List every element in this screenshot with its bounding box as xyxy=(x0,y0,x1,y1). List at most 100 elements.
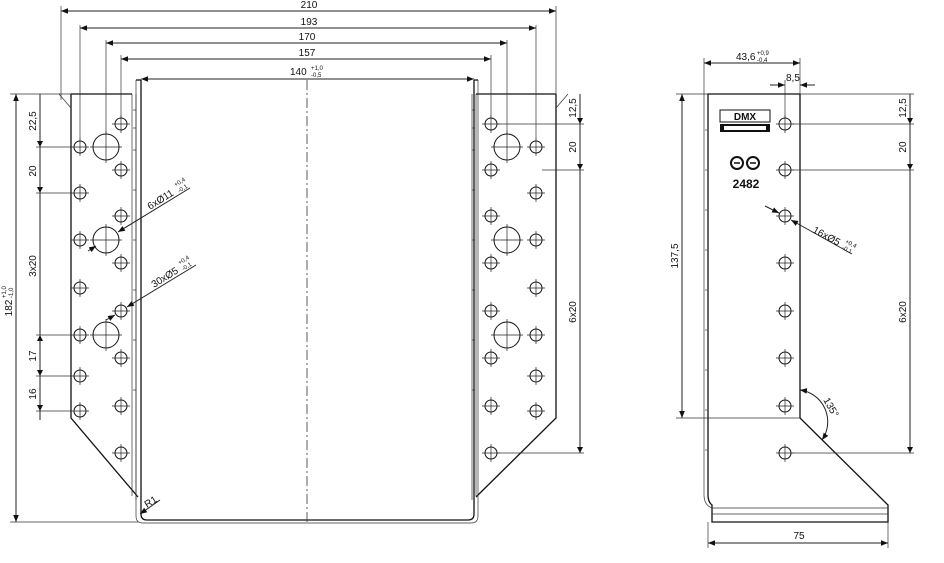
dim-6x20-front: 6x20 xyxy=(568,301,579,323)
front-view: 210 193 170 157 140 +1,0 -0,5 182 xyxy=(2,0,584,524)
small-hole xyxy=(482,254,500,272)
small-hole xyxy=(71,367,89,385)
dim-170: 170 xyxy=(299,32,316,43)
side-plate-outline xyxy=(707,93,889,523)
small-hole xyxy=(482,207,500,225)
dim-12-5-front: 12,5 xyxy=(568,98,579,118)
big-hole xyxy=(491,224,523,256)
dim-43-6-tol-upper: +0,9 xyxy=(757,51,770,57)
big-hole xyxy=(90,131,122,163)
dim-182-tol-upper: +1,0 xyxy=(2,285,8,298)
side-holes xyxy=(776,115,794,462)
dim-6x20-side: 6x20 xyxy=(898,301,909,323)
small-hole xyxy=(112,397,130,415)
side-hole xyxy=(776,207,794,225)
radius-label: R1 xyxy=(143,494,160,510)
big-hole xyxy=(90,319,122,351)
dim-20-left: 20 xyxy=(28,165,39,177)
ce-stamp: 2482 xyxy=(730,156,760,191)
big-holes-tol-lower: -0,1 xyxy=(177,184,190,195)
small-hole xyxy=(527,367,545,385)
small-hole xyxy=(527,231,545,249)
side-bottom-dimension: 75 xyxy=(707,522,889,548)
side-hole xyxy=(776,254,794,272)
dim-8-5: 8,5 xyxy=(786,73,800,84)
small-hole xyxy=(527,279,545,297)
small-hole xyxy=(112,254,130,272)
left-wing-outline xyxy=(70,94,139,498)
dim-157: 157 xyxy=(299,48,316,59)
top-dimensions: 210 193 170 157 140 +1,0 -0,5 xyxy=(60,0,557,140)
dim-12-5-side: 12,5 xyxy=(898,98,909,118)
big-holes-note: 6xØ11 xyxy=(146,188,177,213)
big-hole xyxy=(90,224,122,256)
small-hole xyxy=(527,326,545,344)
small-hole xyxy=(112,302,130,320)
right-wing-holes xyxy=(482,115,545,462)
small-hole xyxy=(482,349,500,367)
side-holes-tol-lower: -0,1 xyxy=(841,245,854,255)
small-hole xyxy=(112,349,130,367)
stamp-code: 2482 xyxy=(733,177,760,191)
small-hole xyxy=(527,402,545,420)
small-hole xyxy=(112,161,130,179)
brand-logo: DMX xyxy=(719,109,771,132)
radius-note: R1 xyxy=(139,494,161,515)
side-hole xyxy=(776,302,794,320)
big-hole xyxy=(491,319,523,351)
small-hole xyxy=(482,397,500,415)
side-top-dimensions: 43,6 +0,9 -0,4 8,5 xyxy=(703,51,815,118)
side-view: DMX 2482 43,6 +0 xyxy=(670,51,914,548)
left-dimensions: 182 +1,0 -1,0 22,5 20 3x20 17 16 xyxy=(2,93,138,523)
angle-dimension: 135° xyxy=(799,388,840,441)
side-hole xyxy=(776,397,794,415)
small-hole xyxy=(71,279,89,297)
dim-140-tol-upper: +1,0 xyxy=(311,66,324,72)
side-right-dimensions: 12,5 20 6x20 xyxy=(791,93,914,454)
dim-17: 17 xyxy=(28,350,39,362)
side-hole xyxy=(776,349,794,367)
dim-182-tol-lower: -1,0 xyxy=(9,287,15,298)
dim-22-5: 22,5 xyxy=(28,111,39,131)
small-hole xyxy=(527,184,545,202)
right-dimensions-front: 12,5 20 6x20 xyxy=(497,94,584,454)
dim-182: 182 xyxy=(4,299,15,316)
small-hole xyxy=(482,161,500,179)
svg-text:DMX: DMX xyxy=(734,112,757,123)
small-holes-tol-upper: +0,4 xyxy=(178,255,192,267)
side-holes-note: 16xØ5 xyxy=(811,225,843,249)
channel-body xyxy=(140,80,475,521)
big-hole xyxy=(491,131,523,163)
small-hole xyxy=(71,184,89,202)
dim-137-5: 137,5 xyxy=(670,243,681,268)
small-hole xyxy=(112,207,130,225)
small-hole xyxy=(527,138,545,156)
dim-20-side: 20 xyxy=(898,141,909,153)
side-height-dimension: 137,5 xyxy=(670,93,800,419)
angle-label: 135° xyxy=(820,396,840,419)
small-holes-note: 30xØ5 xyxy=(150,265,181,290)
dim-210: 210 xyxy=(301,0,318,11)
small-hole xyxy=(112,444,130,462)
small-hole xyxy=(482,302,500,320)
dim-20-front: 20 xyxy=(568,141,579,153)
dim-75: 75 xyxy=(793,531,805,542)
side-holes-tol-upper: +0,4 xyxy=(844,239,858,250)
small-hole xyxy=(71,326,89,344)
left-wing-holes xyxy=(71,115,130,462)
small-hole xyxy=(71,138,89,156)
big-holes-tol-upper: +0,4 xyxy=(174,177,188,189)
small-holes-tol-lower: -0,1 xyxy=(181,262,194,273)
dim-43-6-tol-lower: -0,4 xyxy=(757,58,768,64)
dim-140: 140 xyxy=(290,67,307,78)
dim-43-6: 43,6 xyxy=(736,52,756,63)
dim-140-tol-lower: -0,5 xyxy=(311,73,322,79)
small-hole xyxy=(71,402,89,420)
side-holes-leader: 16xØ5 +0,4 -0,1 xyxy=(764,205,858,256)
right-wing-outline xyxy=(475,94,557,498)
small-hole xyxy=(71,231,89,249)
dim-16: 16 xyxy=(28,388,39,400)
dim-3x20: 3x20 xyxy=(28,255,39,277)
dim-193: 193 xyxy=(301,17,318,28)
